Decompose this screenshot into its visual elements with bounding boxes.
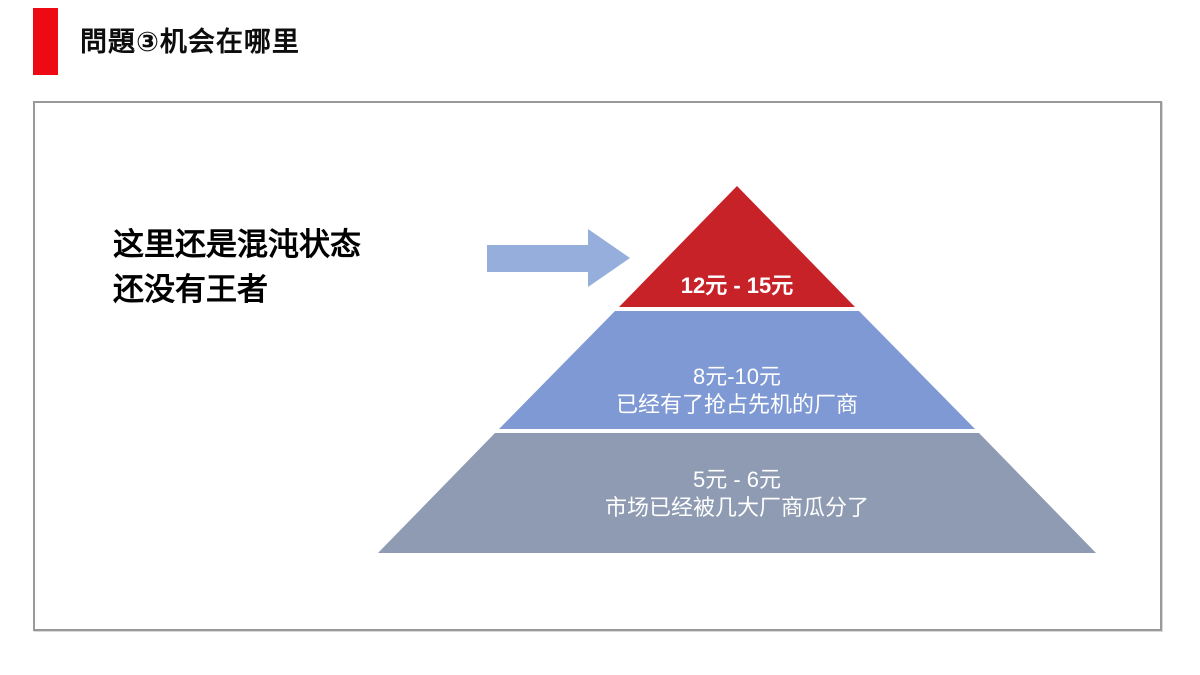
tier-top-price: 12元 - 15元	[680, 273, 794, 298]
callout-line-2: 还没有王者	[113, 272, 268, 307]
arrow-right-icon	[487, 229, 630, 287]
tier-bottom-description: 市场已经被几大厂商瓜分了	[604, 495, 869, 520]
tier-middle-price: 8元-10元	[692, 364, 782, 389]
callout-text: 这里还是混沌状态 还没有王者	[113, 222, 361, 312]
pyramid-tier-bottom-shape	[378, 433, 1096, 553]
pyramid-tier-top-label: 12元 - 15元	[617, 271, 857, 301]
pyramid-tier-top-shape	[619, 186, 855, 307]
pyramid-tier-middle-shape	[499, 311, 975, 429]
tier-bottom-price: 5元 - 6元	[692, 467, 782, 492]
pyramid-tier-bottom-label: 5元 - 6元 市场已经被几大厂商瓜分了	[537, 466, 937, 522]
title-accent-bar	[33, 8, 58, 75]
pyramid-tier-middle-label: 8元-10元 已经有了抢占先机的厂商	[557, 363, 917, 419]
callout-line-1: 这里还是混沌状态	[113, 227, 361, 262]
page-title: 問題③机会在哪里	[80, 27, 300, 57]
tier-middle-description: 已经有了抢占先机的厂商	[615, 392, 858, 417]
